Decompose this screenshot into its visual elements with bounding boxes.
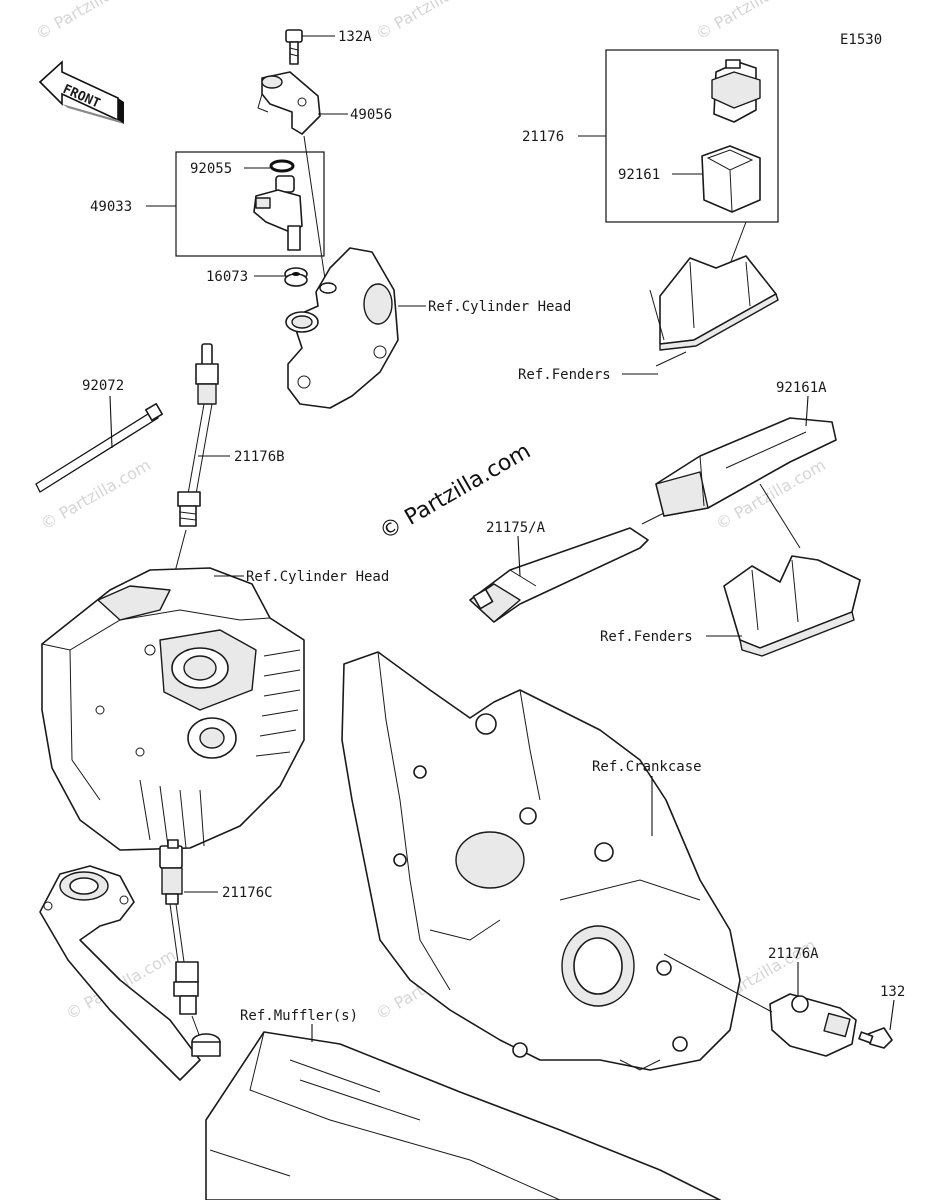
injector-49033[interactable] <box>253 175 303 251</box>
front-arrow-icon: FRONT <box>38 60 124 124</box>
intake-throttle-body <box>285 247 399 409</box>
watermark-text: © Partzilla.com <box>693 0 809 43</box>
cylinder-head <box>41 567 305 851</box>
ref-label-crankcase[interactable]: Ref.Crankcase <box>592 759 702 775</box>
part-label-16073[interactable]: 16073 <box>206 269 248 285</box>
sensor-21176a[interactable] <box>769 993 857 1057</box>
assembly-line <box>759 483 801 549</box>
bracket-49056[interactable] <box>257 71 321 135</box>
injector-assembly-box <box>175 151 325 257</box>
ref-label-fenders-middle[interactable]: Ref.Fenders <box>600 629 693 645</box>
part-label-92072[interactable]: 92072 <box>82 378 124 394</box>
o-ring-92055[interactable] <box>269 159 295 173</box>
part-label-21175a[interactable]: 21175/A <box>486 520 546 536</box>
leader-line <box>805 395 809 427</box>
bolt-132[interactable] <box>858 1027 893 1049</box>
part-label-21176c[interactable]: 21176C <box>222 885 273 901</box>
ref-label-cylinder-head-top[interactable]: Ref.Cylinder Head <box>428 299 571 315</box>
bolt-132a[interactable] <box>285 29 303 65</box>
part-label-21176[interactable]: 21176 <box>522 129 564 145</box>
part-label-92055[interactable]: 92055 <box>190 161 232 177</box>
relay-21176[interactable] <box>711 59 761 123</box>
part-label-92161a[interactable]: 92161A <box>776 380 827 396</box>
leader-line <box>889 999 895 1031</box>
part-label-49056[interactable]: 49056 <box>350 107 392 123</box>
assembly-line <box>663 953 773 1013</box>
muffler <box>205 1031 721 1200</box>
cover-92161a[interactable] <box>655 417 837 517</box>
part-label-21176a[interactable]: 21176A <box>768 946 819 962</box>
assembly-line <box>729 221 747 265</box>
fender-bracket-middle <box>723 555 861 657</box>
sensor-21176c[interactable] <box>159 839 199 1015</box>
relay-cover-92161[interactable] <box>701 145 761 213</box>
watermark-text: © Partzilla.com <box>33 0 149 43</box>
crankcase <box>341 651 741 1071</box>
part-label-49033[interactable]: 49033 <box>90 199 132 215</box>
exhaust-pipe <box>39 865 221 1081</box>
part-label-92161[interactable]: 92161 <box>618 167 660 183</box>
watermark-text: © Partzilla.com <box>373 0 489 43</box>
sensor-21176b[interactable] <box>177 343 219 527</box>
cable-tie-92072[interactable] <box>35 403 163 493</box>
part-label-21176b[interactable]: 21176B <box>234 449 285 465</box>
leader-line <box>109 395 113 449</box>
ref-label-cylinder-head-middle[interactable]: Ref.Cylinder Head <box>246 569 389 585</box>
part-label-132a[interactable]: 132A <box>338 29 372 45</box>
coupler-21175a[interactable] <box>469 527 649 623</box>
washer-16073[interactable] <box>284 267 308 287</box>
part-label-132[interactable]: 132 <box>880 984 905 1000</box>
ref-label-fenders-top[interactable]: Ref.Fenders <box>518 367 611 383</box>
diagram-code: E1530 <box>840 32 882 48</box>
watermark-text: © Partzilla.com <box>38 455 154 533</box>
leader-line <box>517 535 521 577</box>
assembly-line <box>303 135 327 287</box>
fender-bracket-top <box>649 255 779 367</box>
ref-label-mufflers[interactable]: Ref.Muffler(s) <box>240 1008 358 1024</box>
